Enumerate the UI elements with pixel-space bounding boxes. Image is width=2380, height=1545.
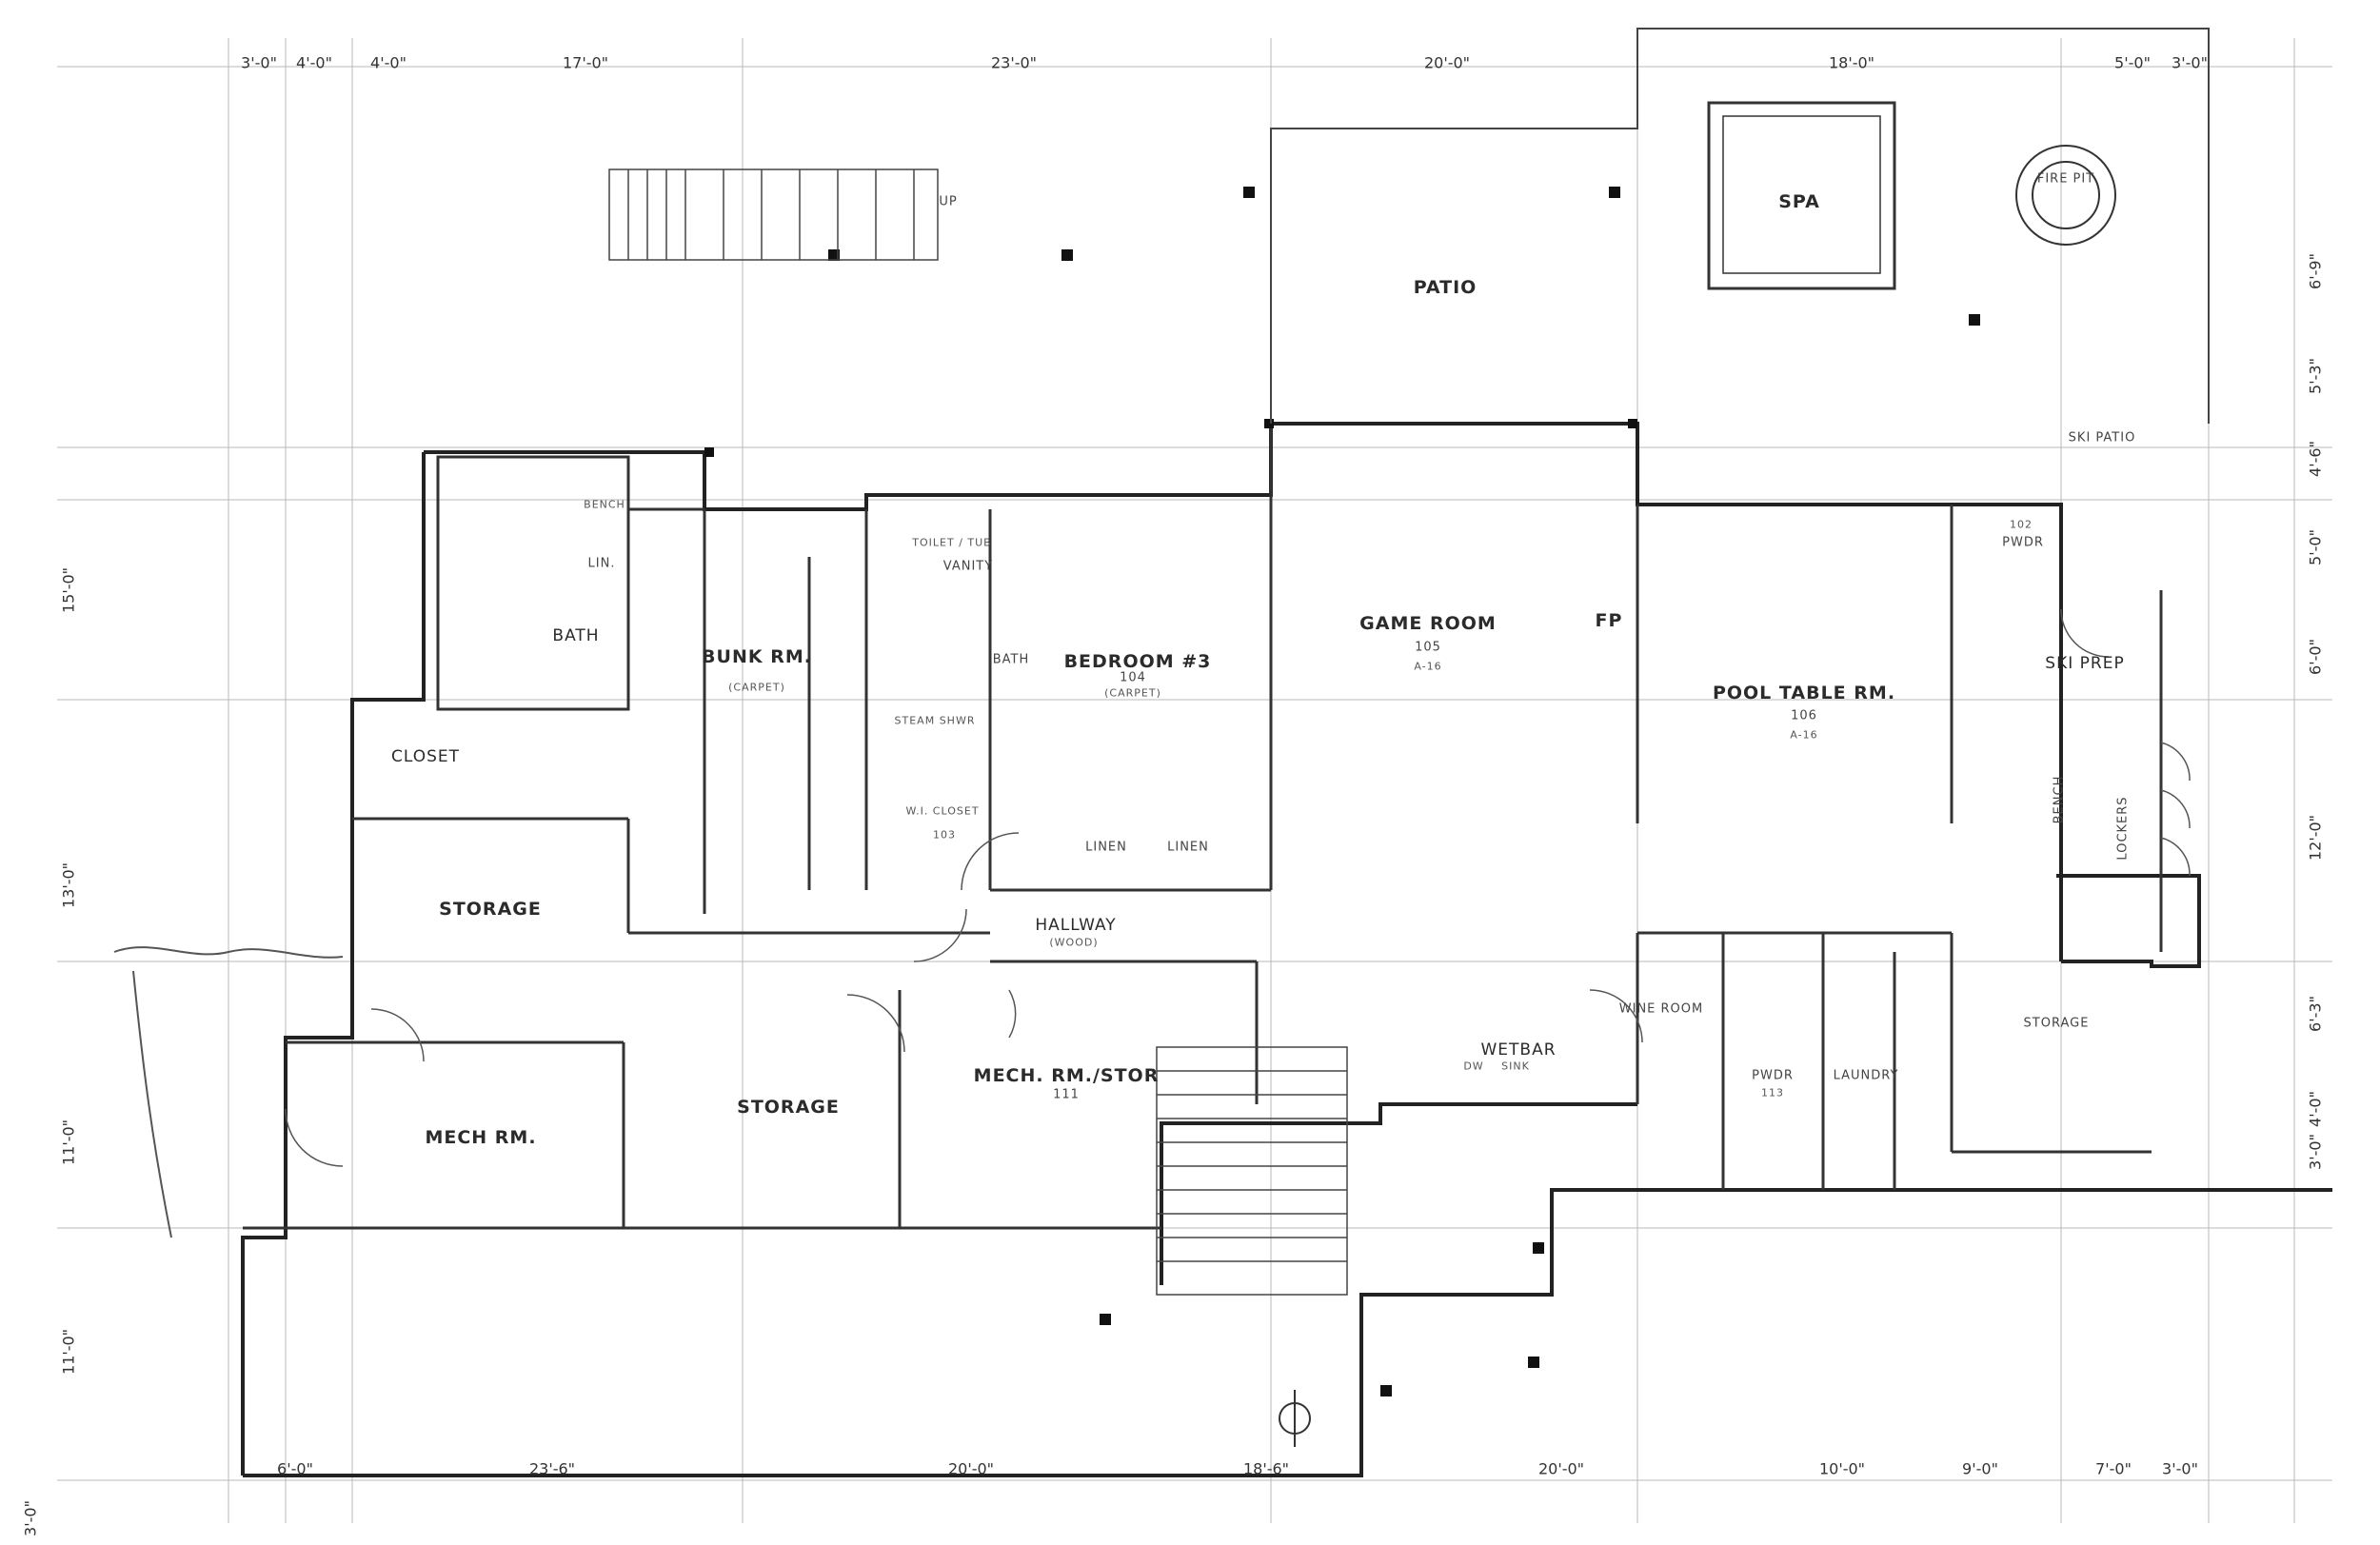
top-dim-2: 4'-0" xyxy=(296,53,332,72)
room-label-pool-table-rm: POOL TABLE RM. xyxy=(1712,683,1896,703)
room-label-powder-left: PWDR xyxy=(1752,1068,1794,1083)
section-marker xyxy=(1279,1390,1311,1447)
bottom-dim-1: 6'-0" xyxy=(277,1459,313,1478)
bottom-dim-5: 20'-0" xyxy=(1537,1459,1585,1478)
top-dim-8: 5'-0" xyxy=(2114,53,2151,72)
label-fp: FP xyxy=(1595,610,1623,631)
bottom-dim-2: 23'-6" xyxy=(528,1459,576,1478)
label-up: UP xyxy=(939,194,958,209)
room-number-mech-rm-stor: 111 xyxy=(1053,1087,1080,1102)
room-note-bunk-rm: (CARPET) xyxy=(728,681,785,694)
right-dim-7: 6'-3" xyxy=(2306,996,2325,1032)
room-label-ski-patio: SKI PATIO xyxy=(2068,430,2136,446)
bottom-dim-9: 3'-0" xyxy=(2162,1459,2198,1478)
room-ref-game-room: A-16 xyxy=(1414,660,1442,673)
room-label-storage-1: STORAGE xyxy=(439,899,542,920)
top-dim-6: 20'-0" xyxy=(1423,53,1471,72)
right-dim-6: 12'-0" xyxy=(2306,814,2325,862)
room-label-closet: CLOSET xyxy=(390,747,461,766)
right-dim-5: 6'-0" xyxy=(2306,639,2325,675)
room-label-vanity: VANITY xyxy=(942,559,994,574)
room-label-bunk-rm: BUNK RM. xyxy=(702,646,812,667)
outer-walls xyxy=(241,422,2332,1477)
room-label-hallway: HALLWAY xyxy=(1035,916,1117,935)
room-label-wi-closet: W.I. CLOSET xyxy=(905,804,980,818)
right-dim-2: 5'-3" xyxy=(2306,358,2325,394)
room-ref-pool-table-rm: A-16 xyxy=(1790,728,1818,742)
room-label-mech-rm: MECH RM. xyxy=(425,1127,537,1148)
room-number-pool-table-rm: 106 xyxy=(1791,708,1817,723)
room-label-linen-2: LINEN xyxy=(1167,840,1209,855)
left-dim-1: 15'-0" xyxy=(59,566,78,614)
left-dim-2: 13'-0" xyxy=(59,862,78,909)
room-label-toilet-tub: TOILET / TUB xyxy=(912,536,992,549)
room-label-patio: PATIO xyxy=(1413,277,1478,298)
label-bench-top: BENCH xyxy=(584,498,625,511)
room-label-pwdr: PWDR xyxy=(2002,535,2044,550)
right-dim-1: 6'-9" xyxy=(2306,253,2325,289)
room-label-storage-3: STORAGE xyxy=(2023,1016,2090,1031)
room-label-fire-pit: FIRE PIT xyxy=(2036,171,2095,187)
bottom-dim-6: 10'-0" xyxy=(1818,1459,1866,1478)
top-dim-1: 3'-0" xyxy=(241,53,277,72)
interior-walls xyxy=(243,424,2163,1230)
room-label-bedroom-3: BEDROOM #3 xyxy=(1063,651,1212,672)
rock-wall xyxy=(113,946,344,1238)
room-label-bath-left: BATH xyxy=(552,626,600,645)
label-dw: DW xyxy=(1463,1060,1484,1073)
fire-pit-outline xyxy=(2015,145,2116,246)
spa-outline xyxy=(1707,101,1896,290)
left-dim-5: 3'-0" xyxy=(21,1500,40,1536)
room-label-ski-prep: SKI PREP xyxy=(2045,654,2125,673)
room-label-steam-shower: STEAM SHWR xyxy=(894,714,976,727)
room-label-lockers: LOCKERS xyxy=(2115,796,2131,861)
right-dim-4: 5'-0" xyxy=(2306,529,2325,565)
label-sink: SINK xyxy=(1501,1060,1530,1073)
room-label-linen-1: LINEN xyxy=(1085,840,1127,855)
room-number-powder-left: 113 xyxy=(1761,1086,1784,1099)
room-label-game-room: GAME ROOM xyxy=(1359,613,1497,634)
left-dim-4: 11'-0" xyxy=(59,1328,78,1376)
lower-stair xyxy=(1156,1046,1348,1296)
top-dim-3: 4'-0" xyxy=(370,53,407,72)
left-dim-3: 11'-0" xyxy=(59,1119,78,1166)
columns xyxy=(704,187,1980,1396)
top-dim-7: 18'-0" xyxy=(1828,53,1875,72)
top-dim-4: 17'-0" xyxy=(562,53,609,72)
bottom-dim-3: 20'-0" xyxy=(947,1459,995,1478)
room-label-mech-rm-stor: MECH. RM./STOR xyxy=(973,1065,1160,1086)
room-label-bench: BENCH xyxy=(2052,775,2067,824)
room-label-wine-room: WINE ROOM xyxy=(1618,1001,1704,1017)
top-dim-9: 3'-0" xyxy=(2172,53,2208,72)
label-lin: LIN. xyxy=(587,556,616,571)
room-number-pwdr: 102 xyxy=(2010,518,2033,531)
room-number-bedroom-3: 104 xyxy=(1120,670,1146,685)
grid-lines xyxy=(57,38,2332,1523)
room-label-wet-bar: WETBAR xyxy=(1480,1040,1557,1060)
bottom-dim-8: 7'-0" xyxy=(2095,1459,2132,1478)
room-note-hallway: (WOOD) xyxy=(1049,936,1099,949)
upper-stair xyxy=(608,168,939,261)
right-dim-9: 3'-0" xyxy=(2306,1134,2325,1170)
bottom-dim-4: 18'-6" xyxy=(1242,1459,1290,1478)
right-dim-8: 4'-0" xyxy=(2306,1091,2325,1127)
bottom-dim-7: 9'-0" xyxy=(1962,1459,1998,1478)
room-label-laundry: LAUNDRY xyxy=(1833,1068,1899,1083)
room-label-spa: SPA xyxy=(1778,191,1820,212)
room-note-bedroom-3: (CARPET) xyxy=(1104,686,1161,700)
patio-boundary xyxy=(1270,28,2210,424)
door-swings xyxy=(285,608,2191,1167)
top-dim-5: 23'-0" xyxy=(990,53,1038,72)
room-label-bath-mid: BATH xyxy=(992,652,1030,667)
right-dim-3: 4'-6" xyxy=(2306,441,2325,477)
room-number-game-room: 105 xyxy=(1415,640,1441,655)
room-label-storage-2: STORAGE xyxy=(737,1097,840,1118)
room-number-wi-closet: 103 xyxy=(933,828,956,842)
